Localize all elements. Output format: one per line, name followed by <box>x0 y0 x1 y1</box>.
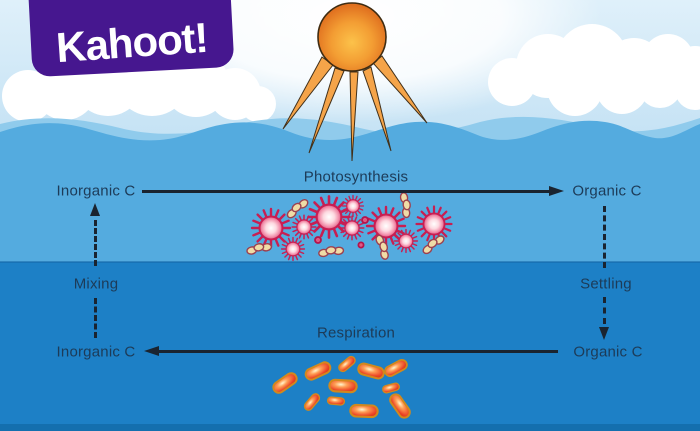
settling-arrowhead-icon <box>598 327 609 340</box>
mixing-arrowhead-icon <box>89 203 100 216</box>
sea-floor-strip <box>0 424 700 431</box>
phytoplankton-icon <box>393 228 419 254</box>
phytoplankton-icon <box>250 207 292 249</box>
label-settling: Settling <box>580 275 632 293</box>
label-photosynthesis: Photosynthesis <box>303 168 409 186</box>
sun-icon <box>317 2 387 72</box>
kahoot-logo: Kahoot! <box>27 0 235 78</box>
microbe-dot-icon <box>361 216 369 224</box>
label-respiration: Respiration <box>316 324 396 342</box>
phytoplankton-icon <box>341 194 365 218</box>
bacteria-icon <box>326 396 346 406</box>
kahoot-logo-text: Kahoot! <box>54 13 210 72</box>
phytoplankton-icon <box>280 236 306 262</box>
phytoplankton-icon <box>339 215 365 241</box>
phytoplankton-group <box>245 191 453 262</box>
settling-arrow-dash-upper <box>602 206 606 268</box>
mixing-arrow-dash-upper <box>93 220 97 266</box>
sun-ray <box>308 67 345 154</box>
deep-water <box>0 262 700 431</box>
sun-rays <box>282 55 428 162</box>
label-mixing: Mixing <box>73 275 119 293</box>
mixing-arrow-dash-lower <box>93 298 97 338</box>
phytoplankton-icon <box>415 205 453 243</box>
sun-ray <box>362 66 392 152</box>
phytoplankton-icon <box>291 214 317 240</box>
label-organic-c-deep: Organic C <box>573 343 643 361</box>
layer-boundary <box>0 261 700 263</box>
microbe-dot-icon <box>357 241 365 249</box>
photosynthesis-arrow-line <box>142 190 549 193</box>
bacteria-icon <box>328 378 358 394</box>
label-inorganic-c-surface: Inorganic C <box>56 182 136 200</box>
photosynthesis-arrowhead-icon <box>549 185 564 196</box>
label-organic-c-surface: Organic C <box>572 182 642 200</box>
cloud-right <box>488 24 700 116</box>
respiration-arrowhead-icon <box>144 345 159 356</box>
label-inorganic-c-deep: Inorganic C <box>56 343 136 361</box>
respiration-arrow-line <box>159 350 558 353</box>
settling-arrow-dash-lower <box>602 297 606 324</box>
microbe-dot-icon <box>314 236 322 244</box>
bacteria-icon <box>349 403 379 419</box>
sun-ray <box>349 71 359 162</box>
